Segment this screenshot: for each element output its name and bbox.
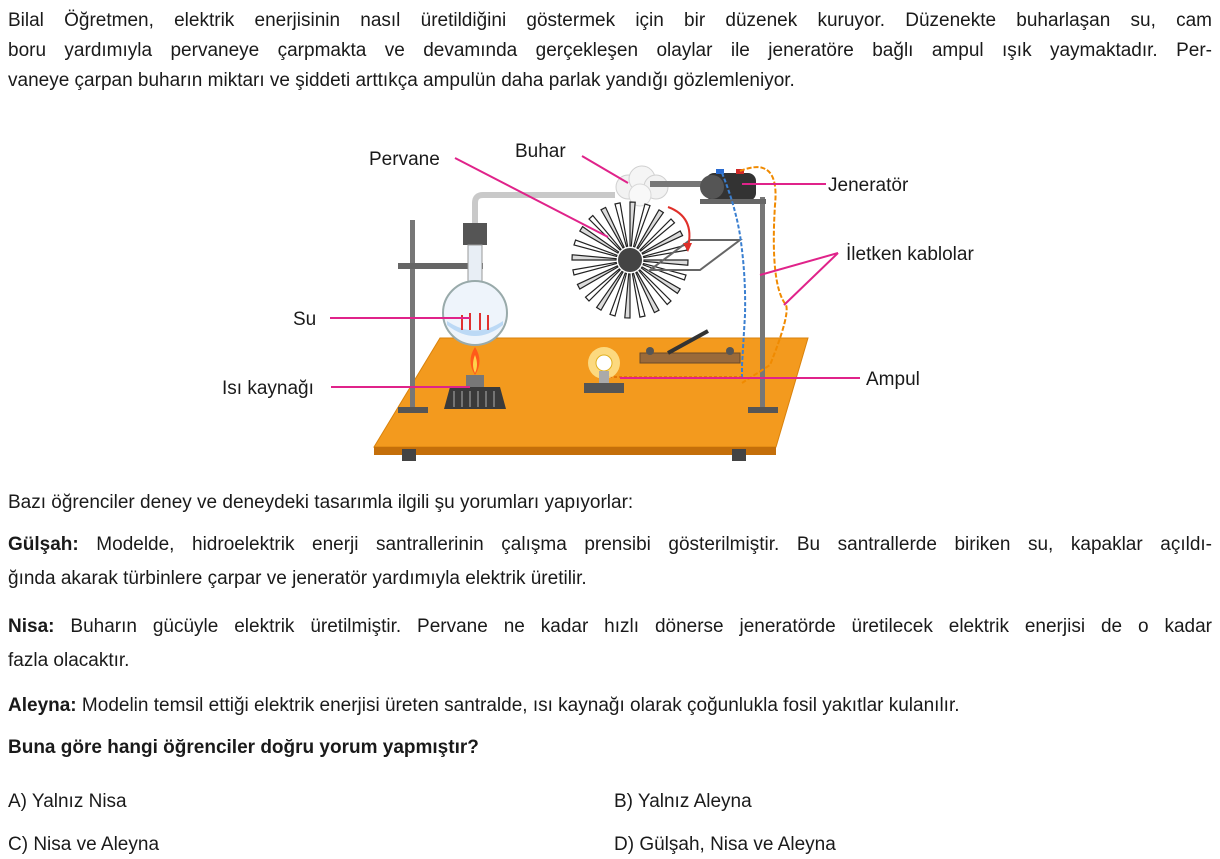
- leader-pervane: [454, 157, 609, 238]
- propeller-blade: [643, 259, 689, 266]
- propeller-blade: [636, 208, 665, 250]
- comment-aleyna-text-1: Modelin temsil ettiği elektrik enerjisi …: [81, 695, 960, 716]
- generator-terminal-blue: [716, 169, 724, 174]
- flask-stopper: [463, 223, 487, 245]
- propeller-hub: [618, 248, 642, 272]
- propeller-blade: [571, 254, 617, 261]
- propeller-blade: [600, 206, 625, 249]
- option-d[interactable]: D) Gülşah, Nisa ve Aleyna: [614, 834, 836, 855]
- bulb-glass: [595, 354, 613, 372]
- bulb-socket: [599, 371, 609, 383]
- flask-neck: [467, 244, 483, 286]
- propeller-blade: [576, 265, 619, 290]
- experiment-figure: Pervane Buhar Jeneratör İletken kablolar…: [0, 125, 1220, 465]
- comment-aleyna-name: Aleyna:: [8, 695, 77, 716]
- comment-nisa-line-1: Nisa: Buharın gücüyle elektrik üretilmiş…: [8, 613, 1212, 641]
- propeller-blade: [614, 202, 629, 248]
- propeller-blade: [572, 261, 618, 276]
- propeller-blade: [641, 230, 684, 255]
- label-isi-kaynagi: Isı kaynağı: [222, 378, 314, 399]
- propeller-blade: [632, 203, 651, 248]
- rotation-arrow-head: [683, 243, 692, 252]
- label-buhar: Buhar: [515, 141, 566, 162]
- question: Buna göre hangi öğrenciler doğru yorum y…: [8, 737, 479, 758]
- label-ampul: Ampul: [866, 369, 920, 390]
- propeller-blade: [629, 201, 636, 247]
- generator-axle: [650, 181, 710, 187]
- comment-gulsah-line-1: Gülşah: Modelde, hidroelektrik enerji sa…: [8, 531, 1212, 559]
- leader-iletken-2: [783, 252, 839, 306]
- propeller-blade: [638, 269, 672, 306]
- option-b[interactable]: B) Yalnız Aleyna: [614, 791, 752, 812]
- propeller-blade: [639, 218, 676, 252]
- right-stand-base: [748, 407, 778, 413]
- comment-gulsah-text-1: Modelde, hidroelektrik enerji santraller…: [96, 534, 1212, 555]
- propeller: [571, 201, 689, 319]
- experiment-illustration: Pervane Buhar Jeneratör İletken kablolar…: [222, 141, 974, 461]
- left-stand-base: [398, 407, 428, 413]
- right-stand-rod: [760, 197, 765, 409]
- label-pervane: Pervane: [369, 149, 440, 170]
- comment-gulsah-line-2: ğında akarak türbinlere çarpar ve jenera…: [8, 568, 587, 589]
- glass-tube: [472, 192, 615, 245]
- rotation-arrow: [667, 206, 691, 248]
- left-stand-rod: [410, 220, 415, 410]
- comment-aleyna-line-1: Aleyna: Modelin temsil ettiği elektrik e…: [8, 692, 960, 720]
- table-leg-left: [402, 449, 416, 461]
- comment-nisa-text-1: Buharın gücüyle elektrik üretilmiştir. P…: [70, 616, 1213, 637]
- switch-base: [639, 352, 741, 364]
- option-a[interactable]: A) Yalnız Nisa: [8, 791, 127, 812]
- intro-line-1: Bilal Öğretmen, elektrik enerjisinin nas…: [8, 10, 1212, 31]
- switch-terminal-right: [726, 347, 734, 355]
- generator-end: [700, 175, 724, 199]
- label-jenerator: Jeneratör: [828, 175, 909, 196]
- propeller-blade: [609, 272, 628, 317]
- burner-neck: [466, 375, 484, 387]
- propeller-blade: [631, 272, 646, 318]
- option-c[interactable]: C) Nisa ve Aleyna: [8, 834, 160, 855]
- comment-gulsah-name: Gülşah:: [8, 534, 79, 555]
- propeller-blade: [573, 239, 618, 258]
- leader-iletken-1: [759, 252, 839, 276]
- comments-prompt: Bazı öğrenciler deney ve deneydeki tasar…: [8, 492, 634, 513]
- switch-lever: [667, 329, 709, 355]
- generator-terminal-red: [736, 169, 744, 174]
- propeller-blade: [640, 266, 682, 295]
- left-stand-clamp: [398, 263, 483, 269]
- propeller-blade: [584, 268, 621, 302]
- bulb-base: [584, 383, 624, 393]
- comment-nisa-line-2: fazla olacaktır.: [8, 650, 130, 671]
- burner-ribs: [453, 391, 495, 407]
- switch-terminal-left: [646, 347, 654, 355]
- label-su: Su: [293, 309, 316, 330]
- table-edge: [374, 447, 776, 455]
- leader-buhar: [581, 155, 629, 184]
- intro-line-2: boru yardımıyla pervaneye çarpmakta ve d…: [8, 40, 1212, 61]
- propeller-blade: [595, 270, 624, 312]
- label-iletken-kablolar: İletken kablolar: [846, 244, 974, 265]
- propeller-blade: [578, 225, 620, 254]
- propeller-blade: [635, 271, 660, 314]
- intro-line-3: vaneye çarpan buharın miktarı ve şiddeti…: [8, 70, 795, 91]
- burner-body: [444, 387, 506, 409]
- water-convection: [461, 313, 489, 330]
- propeller-blade: [588, 214, 622, 251]
- flask-water: [447, 321, 503, 336]
- table-leg-right: [732, 449, 746, 461]
- intro-paragraph: Bilal Öğretmen, elektrik enerjisinin nas…: [8, 6, 1212, 96]
- propeller-frame: [647, 239, 743, 271]
- flame-core: [473, 355, 477, 373]
- propeller-blade: [624, 273, 631, 319]
- comment-nisa-name: Nisa:: [8, 616, 55, 637]
